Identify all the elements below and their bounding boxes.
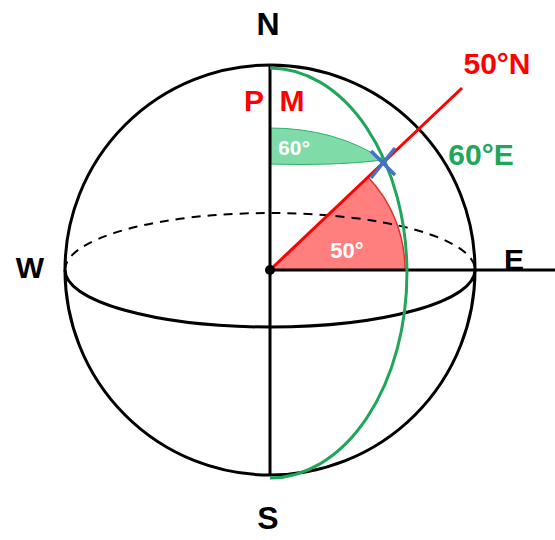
latitude-label: 50°N — [463, 49, 530, 79]
center-dot — [265, 265, 275, 275]
meridian-label: P — [244, 86, 264, 116]
angle-label: 50° — [330, 240, 363, 262]
north-label: N — [256, 8, 279, 40]
location-cross — [371, 148, 395, 178]
east-label: E — [504, 245, 524, 275]
longitude-wedge — [270, 128, 384, 165]
west-label: W — [16, 253, 44, 283]
meridian-label: M — [280, 86, 305, 116]
south-label: S — [257, 502, 278, 534]
angle-label: 60° — [278, 137, 310, 158]
meridian-line — [270, 68, 407, 478]
longitude-label: 60°E — [448, 140, 513, 170]
